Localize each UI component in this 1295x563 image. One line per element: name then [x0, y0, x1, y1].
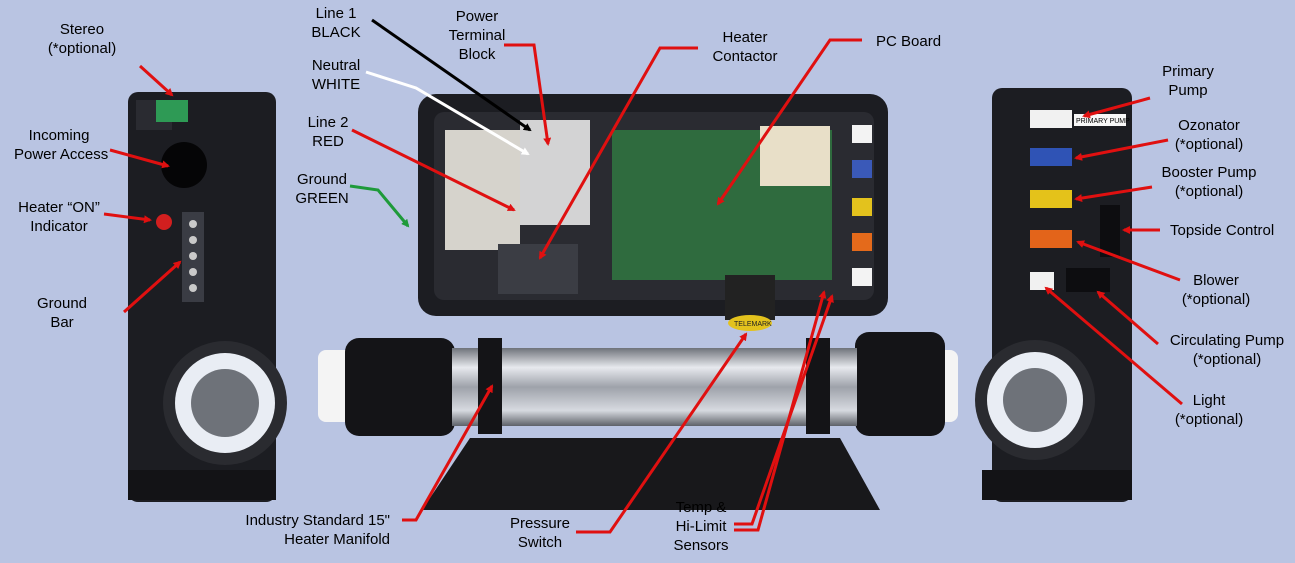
- label-light: Light(*optional): [1174, 392, 1244, 428]
- arrow-temp-sensor-1: [734, 294, 834, 526]
- label-booster-pump: Booster Pump(*optional): [1161, 164, 1257, 200]
- label-blower: Blower(*optional): [1181, 272, 1251, 308]
- pressure-switch-tag: TELEMARK: [734, 321, 772, 328]
- label-ozonator: Ozonator(*optional): [1174, 117, 1244, 153]
- label-stereo: Stereo(*optional): [47, 21, 117, 57]
- arrow-neutral: [365, 70, 530, 156]
- arrow-heater-contactor: [538, 46, 698, 260]
- transformer: [760, 126, 830, 186]
- circulating-pump-port: [1066, 268, 1110, 292]
- arrow-ground-green: [349, 184, 410, 228]
- blower-port: [1030, 230, 1072, 248]
- ozonator-port: [1030, 148, 1072, 166]
- label-heater-manifold: Industry Standard 15"Heater Manifold: [245, 512, 390, 548]
- arrow-line1: [371, 18, 532, 132]
- left-side-view: [128, 92, 287, 502]
- arrow-ground-bar: [123, 260, 182, 314]
- stereo-connector: [156, 100, 188, 122]
- wiring-label: [445, 130, 520, 250]
- arrow-temp-sensor-2: [734, 290, 827, 532]
- arrow-power-terminal: [504, 43, 552, 146]
- center-main-unit: [318, 94, 958, 510]
- heater-contactor-block: [498, 244, 578, 294]
- callout-arrows: [103, 18, 1183, 534]
- label-topside-control: Topside Control: [1170, 222, 1275, 239]
- arrow-light: [1044, 286, 1183, 406]
- incoming-power-hole: [161, 142, 207, 188]
- arrow-incoming-power: [109, 148, 170, 169]
- arrow-line2: [351, 128, 516, 212]
- arrow-pressure-switch: [576, 332, 748, 534]
- arrow-booster-pump: [1074, 185, 1153, 203]
- arrow-pc-board: [716, 38, 862, 206]
- booster-pump-port: [1030, 190, 1072, 208]
- arrow-blower: [1076, 240, 1181, 282]
- primary-pump-tag: PRIMARY PUMP: [1076, 118, 1130, 125]
- label-pc-board: PC Board: [876, 33, 942, 50]
- light-port: [1030, 272, 1054, 290]
- arrow-primary-pump: [1082, 96, 1151, 119]
- arrow-stereo: [138, 64, 174, 97]
- arrow-circulating-pump: [1096, 290, 1159, 346]
- arrow-heater-on: [103, 212, 152, 224]
- primary-pump-port: [1030, 110, 1072, 128]
- pressure-switch-label: [728, 315, 772, 331]
- topside-control-port: [1100, 205, 1120, 257]
- label-circulating-pump: Circulating Pump(*optional): [1169, 332, 1285, 368]
- arrow-heater-manifold: [402, 384, 494, 522]
- power-terminal-block: [520, 120, 590, 225]
- right-side-view: [975, 88, 1132, 502]
- arrow-ozonator: [1074, 138, 1169, 161]
- pressure-switch-body: [725, 275, 775, 320]
- heater-on-indicator-lamp: [156, 214, 172, 230]
- label-heater-on: Heater “ON”Indicator: [18, 199, 100, 235]
